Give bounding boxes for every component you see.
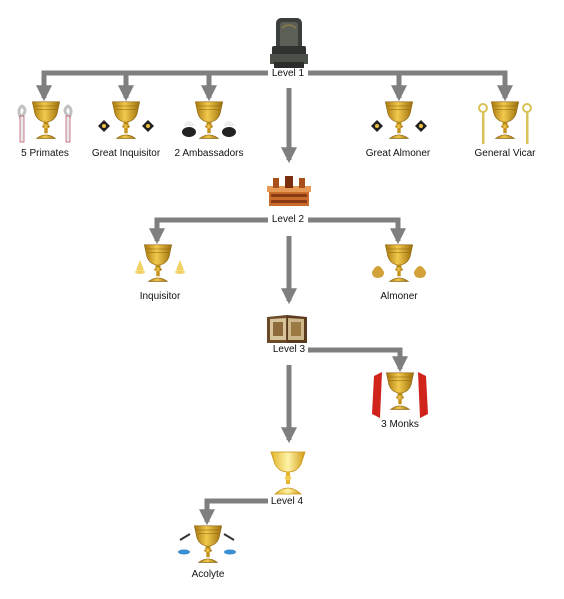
chalice-with-crosses-icon bbox=[371, 101, 427, 139]
connector-l1-great-almoner bbox=[308, 70, 514, 102]
gold-chalice-icon bbox=[270, 451, 306, 495]
chalice-with-staffs-icon bbox=[478, 101, 532, 144]
connector-l3-monks bbox=[308, 347, 409, 373]
general-vicar-label: General Vicar bbox=[474, 148, 536, 159]
open-book-icon bbox=[267, 315, 307, 343]
chalice-with-mitres-icon bbox=[182, 101, 236, 139]
level-3-label: Level 3 bbox=[272, 344, 306, 355]
connector-l4-acolyte bbox=[198, 498, 268, 526]
connector-l2-inquisitor bbox=[148, 217, 268, 245]
level-4-label: Level 4 bbox=[270, 496, 304, 507]
primates-label: 5 Primates bbox=[21, 148, 69, 159]
inquisitor-label: Inquisitor bbox=[139, 291, 181, 302]
level-2-label: Level 2 bbox=[271, 214, 305, 225]
chalice-with-banners-icon bbox=[372, 372, 428, 418]
connectors bbox=[35, 70, 514, 526]
chalice-with-scales-icon bbox=[178, 525, 236, 563]
great-inquisitor-label: Great Inquisitor bbox=[91, 148, 161, 159]
monks-label: 3 Monks bbox=[381, 419, 419, 430]
chalice-with-crosses-icon bbox=[98, 101, 154, 139]
throne-icon bbox=[270, 18, 308, 68]
connector-l2-almoner bbox=[308, 217, 407, 245]
connector-l1-primates bbox=[35, 70, 268, 102]
chalice-with-purses-icon bbox=[372, 244, 426, 282]
great-almoner-label: Great Almoner bbox=[365, 148, 431, 159]
level-1-label: Level 1 bbox=[271, 68, 305, 79]
altar-icon bbox=[267, 176, 311, 206]
chalice-with-croziers-icon bbox=[17, 101, 73, 143]
chalice-with-bells-icon bbox=[135, 244, 185, 282]
almoner-label: Almoner bbox=[380, 291, 418, 302]
acolyte-label: Acolyte bbox=[191, 569, 225, 580]
ambassadors-label: 2 Ambassadors bbox=[174, 148, 244, 159]
